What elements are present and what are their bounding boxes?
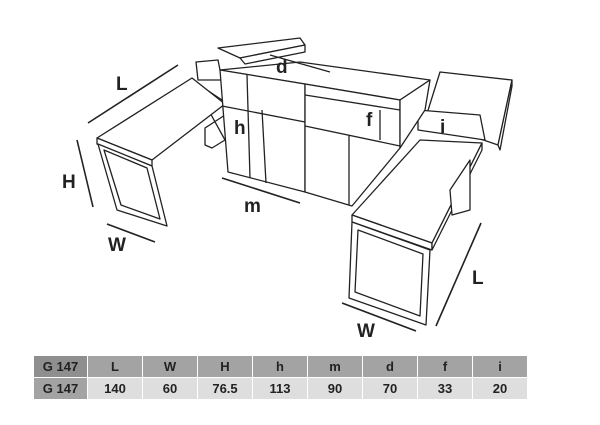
right-desk — [348, 139, 483, 326]
header-i: i — [472, 355, 528, 378]
value-d: 70 — [362, 377, 418, 400]
header-model: G 147 — [33, 355, 88, 378]
label-f: f — [366, 110, 373, 131]
label-i: i — [440, 117, 445, 138]
left-desk — [96, 77, 226, 227]
value-L: 140 — [87, 377, 143, 400]
label-W-left: W — [108, 235, 126, 256]
value-H: 76.5 — [197, 377, 253, 400]
dimensions-table: G 147 L W H h m d f i G 147 140 60 76.5 … — [33, 355, 528, 400]
header-d: d — [362, 355, 418, 378]
value-h: 113 — [252, 377, 308, 400]
value-W: 60 — [142, 377, 198, 400]
value-m: 90 — [307, 377, 363, 400]
value-model: G 147 — [33, 377, 88, 400]
dim-line-L-right — [435, 222, 482, 327]
header-W: W — [142, 355, 198, 378]
dim-line-W-right — [341, 302, 417, 332]
central-cabinet — [219, 54, 431, 207]
right-partition — [417, 109, 486, 141]
header-m: m — [307, 355, 363, 378]
left-partition — [195, 59, 223, 81]
dim-line-W-left — [106, 223, 156, 243]
header-L: L — [87, 355, 143, 378]
value-f: 33 — [417, 377, 473, 400]
back-left-desk — [217, 37, 306, 65]
label-L-right: L — [472, 268, 484, 289]
workstation-diagram: L H W d h f i m L W — [62, 37, 513, 342]
label-h: h — [234, 118, 246, 139]
label-d: d — [276, 57, 288, 78]
label-L-left: L — [116, 74, 128, 95]
label-W-right: W — [357, 321, 375, 342]
table-header-row: G 147 L W H h m d f i — [33, 355, 528, 378]
header-H: H — [197, 355, 253, 378]
header-h: h — [252, 355, 308, 378]
header-f: f — [417, 355, 473, 378]
dim-line-H — [76, 139, 94, 208]
label-m: m — [244, 196, 261, 217]
dim-line-L-left — [87, 64, 179, 124]
value-i: 20 — [472, 377, 528, 400]
table-row: G 147 140 60 76.5 113 90 70 33 20 — [33, 377, 528, 400]
label-H: H — [62, 172, 76, 193]
dim-line-m — [221, 177, 301, 204]
